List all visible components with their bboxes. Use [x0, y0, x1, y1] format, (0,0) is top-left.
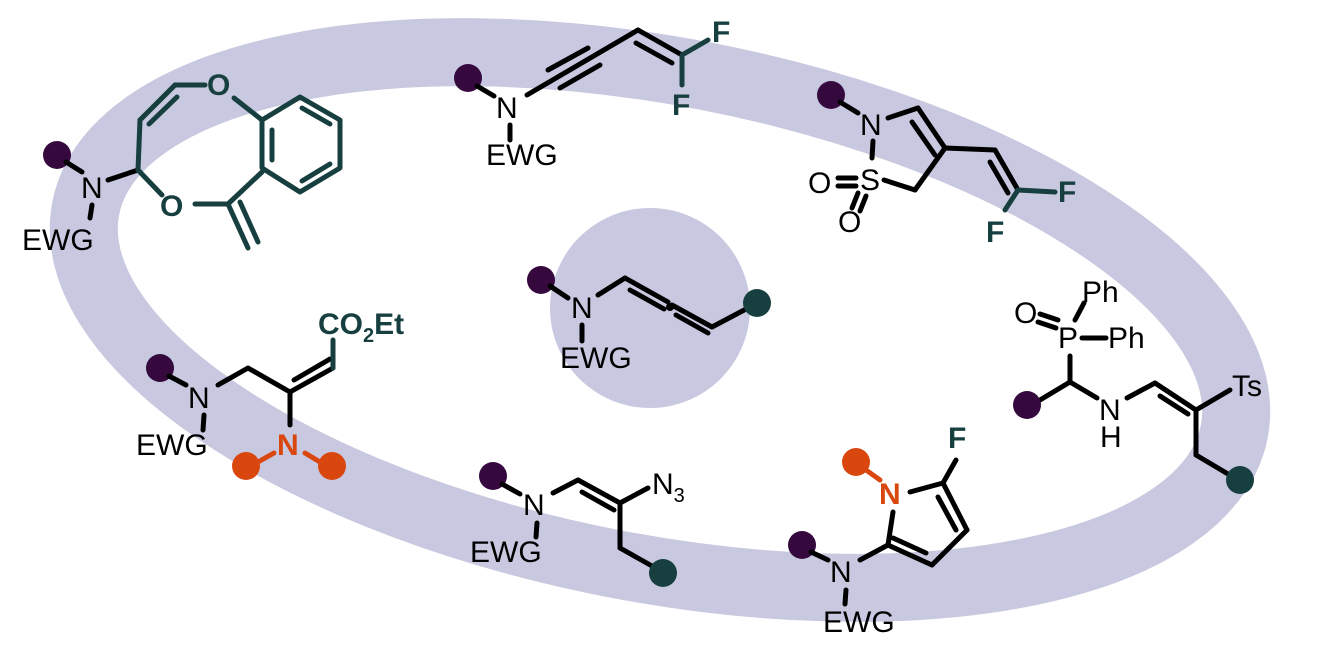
atom-label: F: [986, 216, 1004, 249]
structure-phosphine-oxide: O P Ph Ph N H Ts: [1013, 276, 1262, 494]
atom-label: F: [1058, 176, 1076, 209]
structure-azido-enamide: N EWG N3: [470, 462, 685, 587]
substituent-dot: [649, 559, 677, 587]
substituent-dot: [1013, 391, 1041, 419]
substituent-dot: [842, 448, 870, 476]
substituent-dot: [527, 266, 555, 294]
atom-label: F: [712, 16, 730, 49]
atom-label: N: [496, 92, 518, 125]
ewg-label: EWG: [823, 606, 895, 639]
atom-label: O: [160, 190, 183, 223]
atom-label: N: [1099, 394, 1121, 427]
structure-difluoro-enynamide: N EWG F F: [454, 16, 730, 172]
atom-label: N: [571, 292, 593, 325]
atom-label: F: [948, 422, 966, 455]
atom-label: O: [207, 69, 230, 102]
atom-label: O: [1014, 297, 1037, 330]
substituent-dot: [1226, 466, 1254, 494]
ewg-label: EWG: [560, 342, 632, 375]
ewg-label: EWG: [22, 224, 94, 257]
atom-label: N: [879, 478, 901, 511]
structure-amino-acrylate: N EWG CO2Et N: [136, 308, 404, 480]
atom-label: P: [1058, 322, 1078, 355]
ewg-label: EWG: [486, 139, 558, 172]
atom-label: N3: [652, 468, 685, 507]
atom-label: N: [81, 172, 103, 205]
substituent-dot: [318, 452, 346, 480]
atom-label: H: [1100, 421, 1122, 454]
structure-fluoropyrrole: N F N EWG: [788, 422, 970, 639]
substituent-dot: [743, 289, 771, 317]
reaction-ring: [49, 18, 1271, 622]
substituent-dot: [232, 452, 260, 480]
atom-label: O: [838, 206, 861, 239]
atom-label: N: [188, 382, 210, 415]
structure-benzodioxepine: N EWG O O: [22, 69, 343, 257]
atom-label: N: [277, 429, 299, 462]
atom-label: N: [523, 489, 545, 522]
atom-label: S: [860, 164, 880, 197]
ewg-label: EWG: [136, 429, 208, 462]
structure-sultam: N S O O F F: [808, 81, 1076, 249]
center-disc: [550, 208, 750, 408]
atom-label: N: [860, 109, 882, 142]
atom-label: O: [808, 167, 831, 200]
center-structure: N EWG: [527, 266, 771, 375]
ph-label: Ph: [1108, 322, 1145, 355]
ts-label: Ts: [1232, 370, 1262, 403]
ewg-label: EWG: [470, 536, 542, 569]
atom-label: F: [672, 89, 690, 122]
ester-label: CO2Et: [318, 308, 404, 347]
ph-label: Ph: [1082, 276, 1119, 309]
atom-label: N: [830, 556, 852, 589]
